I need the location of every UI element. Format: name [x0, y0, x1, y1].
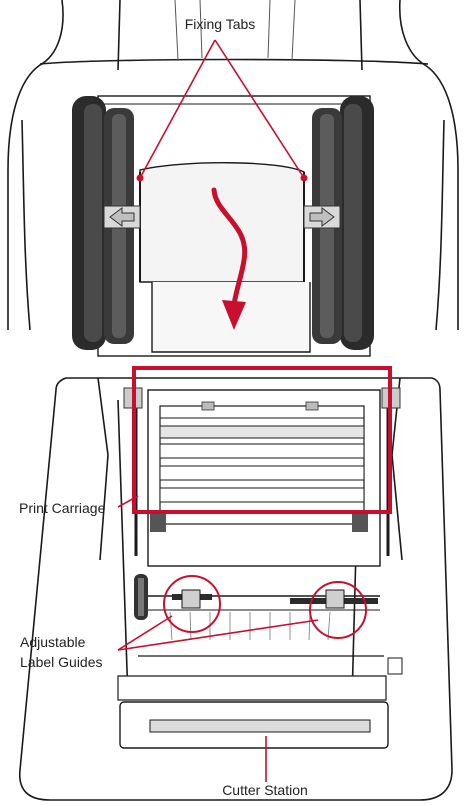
cutter-station: [117, 675, 389, 749]
lid-ribs: [174, 0, 296, 61]
curved-arrow-down-icon: [211, 187, 248, 330]
print-carriage-highlight: [132, 366, 392, 514]
print-carriage: [123, 387, 401, 567]
adjustable-label-guides-label-line2: Label Guides: [20, 654, 103, 670]
fixing-tabs-label: Fixing Tabs: [184, 16, 256, 32]
left-fixing-tab: [103, 205, 141, 229]
print-carriage-label: Print Carriage: [19, 500, 106, 516]
left-label-guide-highlight: [163, 575, 221, 633]
adjustable-label-guides-label-line1: Adjustable: [20, 634, 86, 650]
label-roll: [139, 162, 311, 353]
cutter-station-label: Cutter Station: [222, 782, 308, 798]
callout-leaders: [117, 39, 319, 782]
right-label-guide: [290, 589, 378, 609]
right-fixing-tab: [303, 205, 341, 229]
printer-lid: [7, 0, 459, 331]
side-gear: [134, 574, 148, 620]
left-label-guide: [172, 589, 212, 609]
right-label-guide-highlight: [309, 581, 367, 639]
